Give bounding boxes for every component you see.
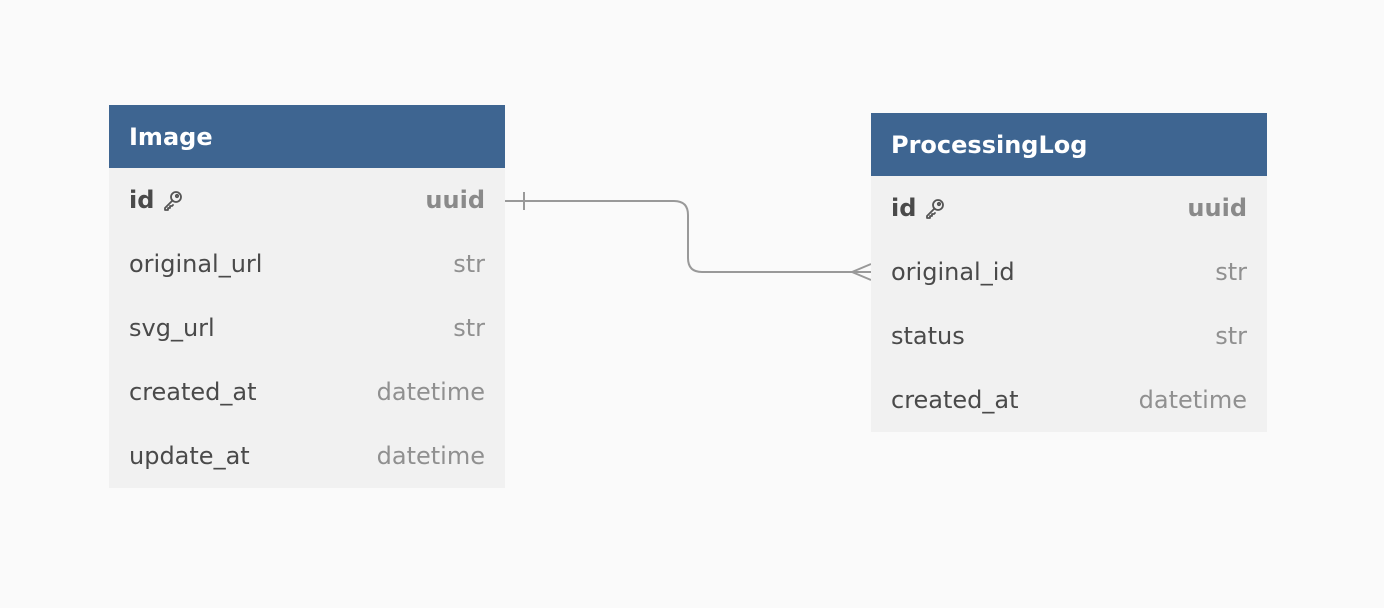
column-name: created_at xyxy=(891,386,1019,414)
table-row[interactable]: created_at datetime xyxy=(109,360,505,424)
relationship-line[interactable] xyxy=(505,200,871,273)
table-row[interactable]: original_url str xyxy=(109,232,505,296)
many-cardinality-crowfoot xyxy=(851,263,872,281)
column-type: datetime xyxy=(1138,386,1247,414)
column-type: str xyxy=(1215,322,1247,350)
key-icon xyxy=(924,197,946,219)
column-type: datetime xyxy=(376,442,485,470)
column-name: original_url xyxy=(129,250,263,278)
table-row[interactable]: status str xyxy=(871,304,1267,368)
entity-table-processinglog[interactable]: ProcessingLog id uuid original_id str st… xyxy=(871,113,1267,432)
table-row[interactable]: id uuid xyxy=(109,168,505,232)
column-type: datetime xyxy=(376,378,485,406)
table-row[interactable]: svg_url str xyxy=(109,296,505,360)
entity-table-image[interactable]: Image id uuid original_url str svg_url s… xyxy=(109,105,505,488)
column-name: svg_url xyxy=(129,314,215,342)
table-row[interactable]: update_at datetime xyxy=(109,424,505,488)
table-header[interactable]: ProcessingLog xyxy=(871,113,1267,176)
column-name: created_at xyxy=(129,378,257,406)
column-name: id xyxy=(129,186,155,214)
column-type: uuid xyxy=(1187,194,1247,222)
column-type: str xyxy=(453,250,485,278)
table-row[interactable]: original_id str xyxy=(871,240,1267,304)
column-name-wrapper: id xyxy=(129,186,184,214)
column-type: uuid xyxy=(425,186,485,214)
table-row[interactable]: created_at datetime xyxy=(871,368,1267,432)
table-header[interactable]: Image xyxy=(109,105,505,168)
table-row[interactable]: id uuid xyxy=(871,176,1267,240)
column-name: status xyxy=(891,322,965,350)
column-name: update_at xyxy=(129,442,250,470)
column-name-wrapper: id xyxy=(891,194,946,222)
column-name: id xyxy=(891,194,917,222)
column-type: str xyxy=(1215,258,1247,286)
column-type: str xyxy=(453,314,485,342)
column-name: original_id xyxy=(891,258,1015,286)
key-icon xyxy=(162,189,184,211)
